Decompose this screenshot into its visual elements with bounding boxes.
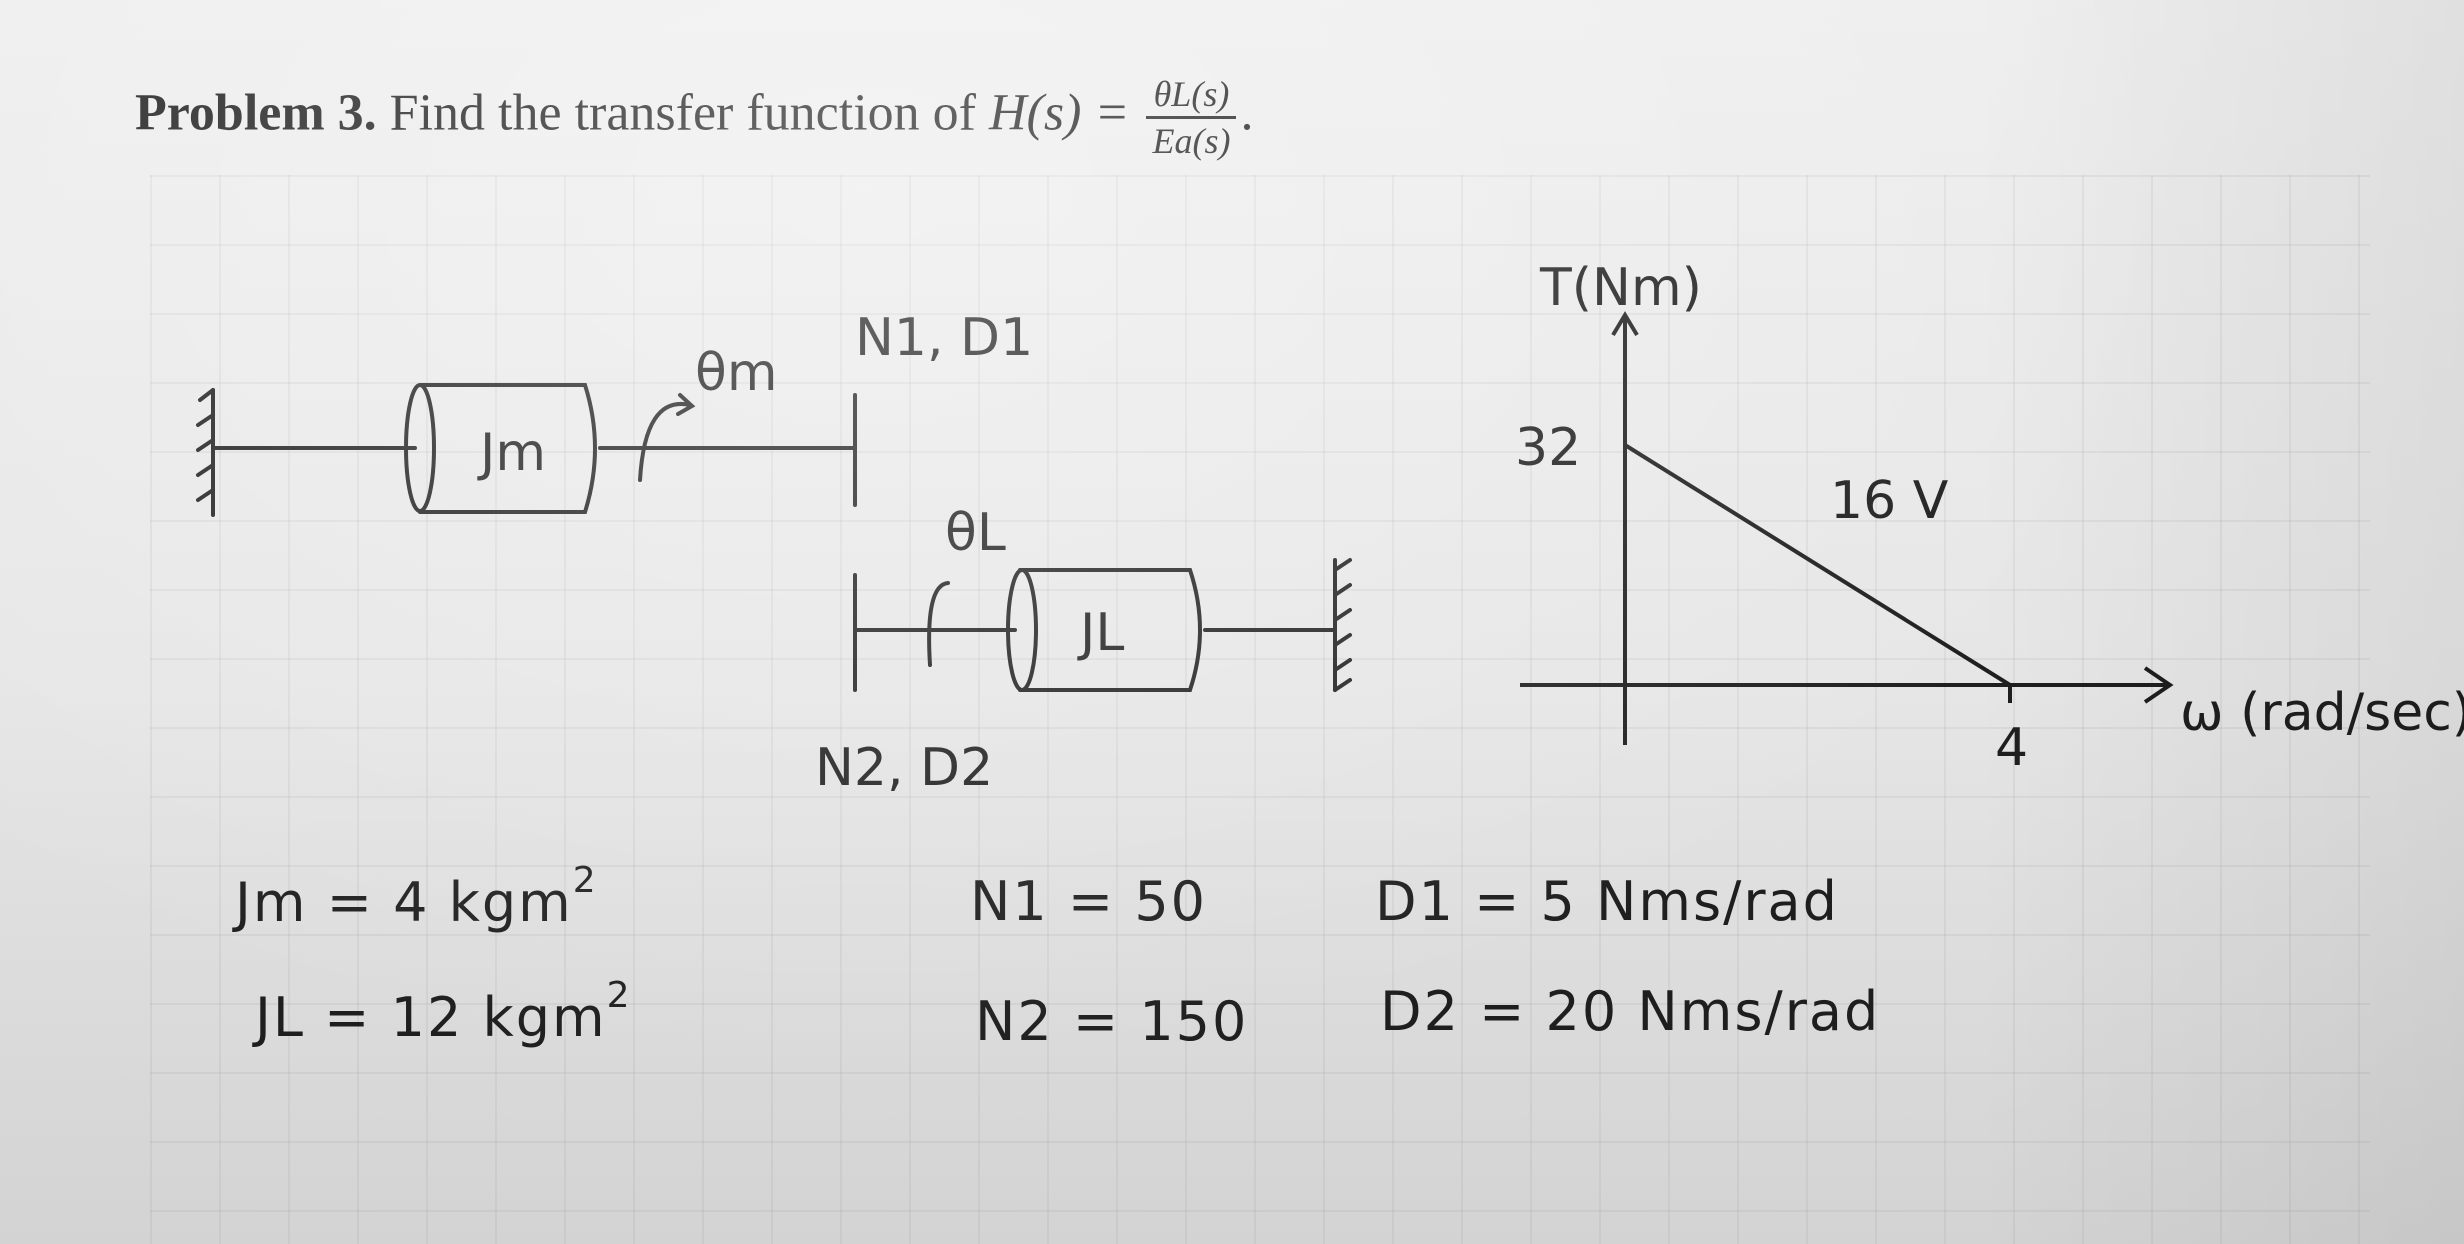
param-jm: Jm = 4 kgm2 bbox=[235, 860, 598, 934]
x-axis-arrowhead bbox=[2143, 666, 2174, 704]
gear1-label: N1, D1 bbox=[855, 308, 1033, 368]
jm-cylinder bbox=[418, 383, 597, 514]
series-line-16v bbox=[1623, 443, 2012, 687]
gear2-label: N2, D2 bbox=[815, 738, 993, 798]
theta-l-arrow bbox=[927, 581, 950, 667]
y-tick-label: 32 bbox=[1515, 418, 1581, 478]
param-jm-exponent: 2 bbox=[572, 860, 598, 901]
jm-label: Jm bbox=[477, 423, 546, 483]
theta-m-label: θm bbox=[695, 343, 777, 403]
problem-text: Find the transfer function of bbox=[389, 84, 976, 142]
fraction-numerator: θL(s) bbox=[1146, 72, 1237, 119]
transfer-function-fraction: θL(s) Ea(s) bbox=[1146, 72, 1237, 163]
theta-m-arrowhead bbox=[676, 393, 696, 416]
param-n1: N1 = 50 bbox=[970, 870, 1208, 933]
fraction-denominator: Ea(s) bbox=[1152, 121, 1231, 161]
y-axis-arrowhead bbox=[1611, 311, 1639, 337]
y-axis-label: T(Nm) bbox=[1539, 258, 1702, 318]
right-wall-hatching bbox=[1333, 558, 1352, 692]
param-jl-exponent: 2 bbox=[606, 975, 632, 1016]
param-d2: D2 = 20 Nms/rad bbox=[1380, 980, 1881, 1043]
jl-cylinder-face bbox=[1006, 568, 1038, 692]
jl-cylinder bbox=[1018, 568, 1202, 692]
problem-statement: Problem 3. Find the transfer function of… bbox=[135, 72, 1253, 163]
param-n2: N2 = 150 bbox=[975, 990, 1249, 1053]
graph-paper-grid bbox=[150, 175, 2370, 1244]
param-jl: JL = 12 kgm2 bbox=[255, 975, 632, 1049]
left-wall-hatching bbox=[196, 388, 215, 502]
theta-l-label: θL bbox=[945, 503, 1006, 563]
theta-m-arrow bbox=[638, 401, 692, 482]
problem-label: Problem 3. bbox=[135, 84, 377, 142]
series-label: 16 V bbox=[1830, 471, 1949, 531]
jl-label: JL bbox=[1077, 603, 1124, 663]
param-jm-text: Jm = 4 kgm bbox=[235, 871, 573, 934]
param-d1: D1 = 5 Nms/rad bbox=[1375, 870, 1839, 933]
x-axis-label: ω (rad/sec) bbox=[2180, 683, 2464, 743]
param-jl-text: JL = 12 kgm bbox=[255, 986, 607, 1049]
x-tick-label: 4 bbox=[1995, 718, 2028, 778]
transfer-function-lhs: H(s) = bbox=[988, 84, 1130, 142]
problem-period: . bbox=[1240, 84, 1254, 142]
jm-cylinder-face bbox=[404, 383, 436, 513]
